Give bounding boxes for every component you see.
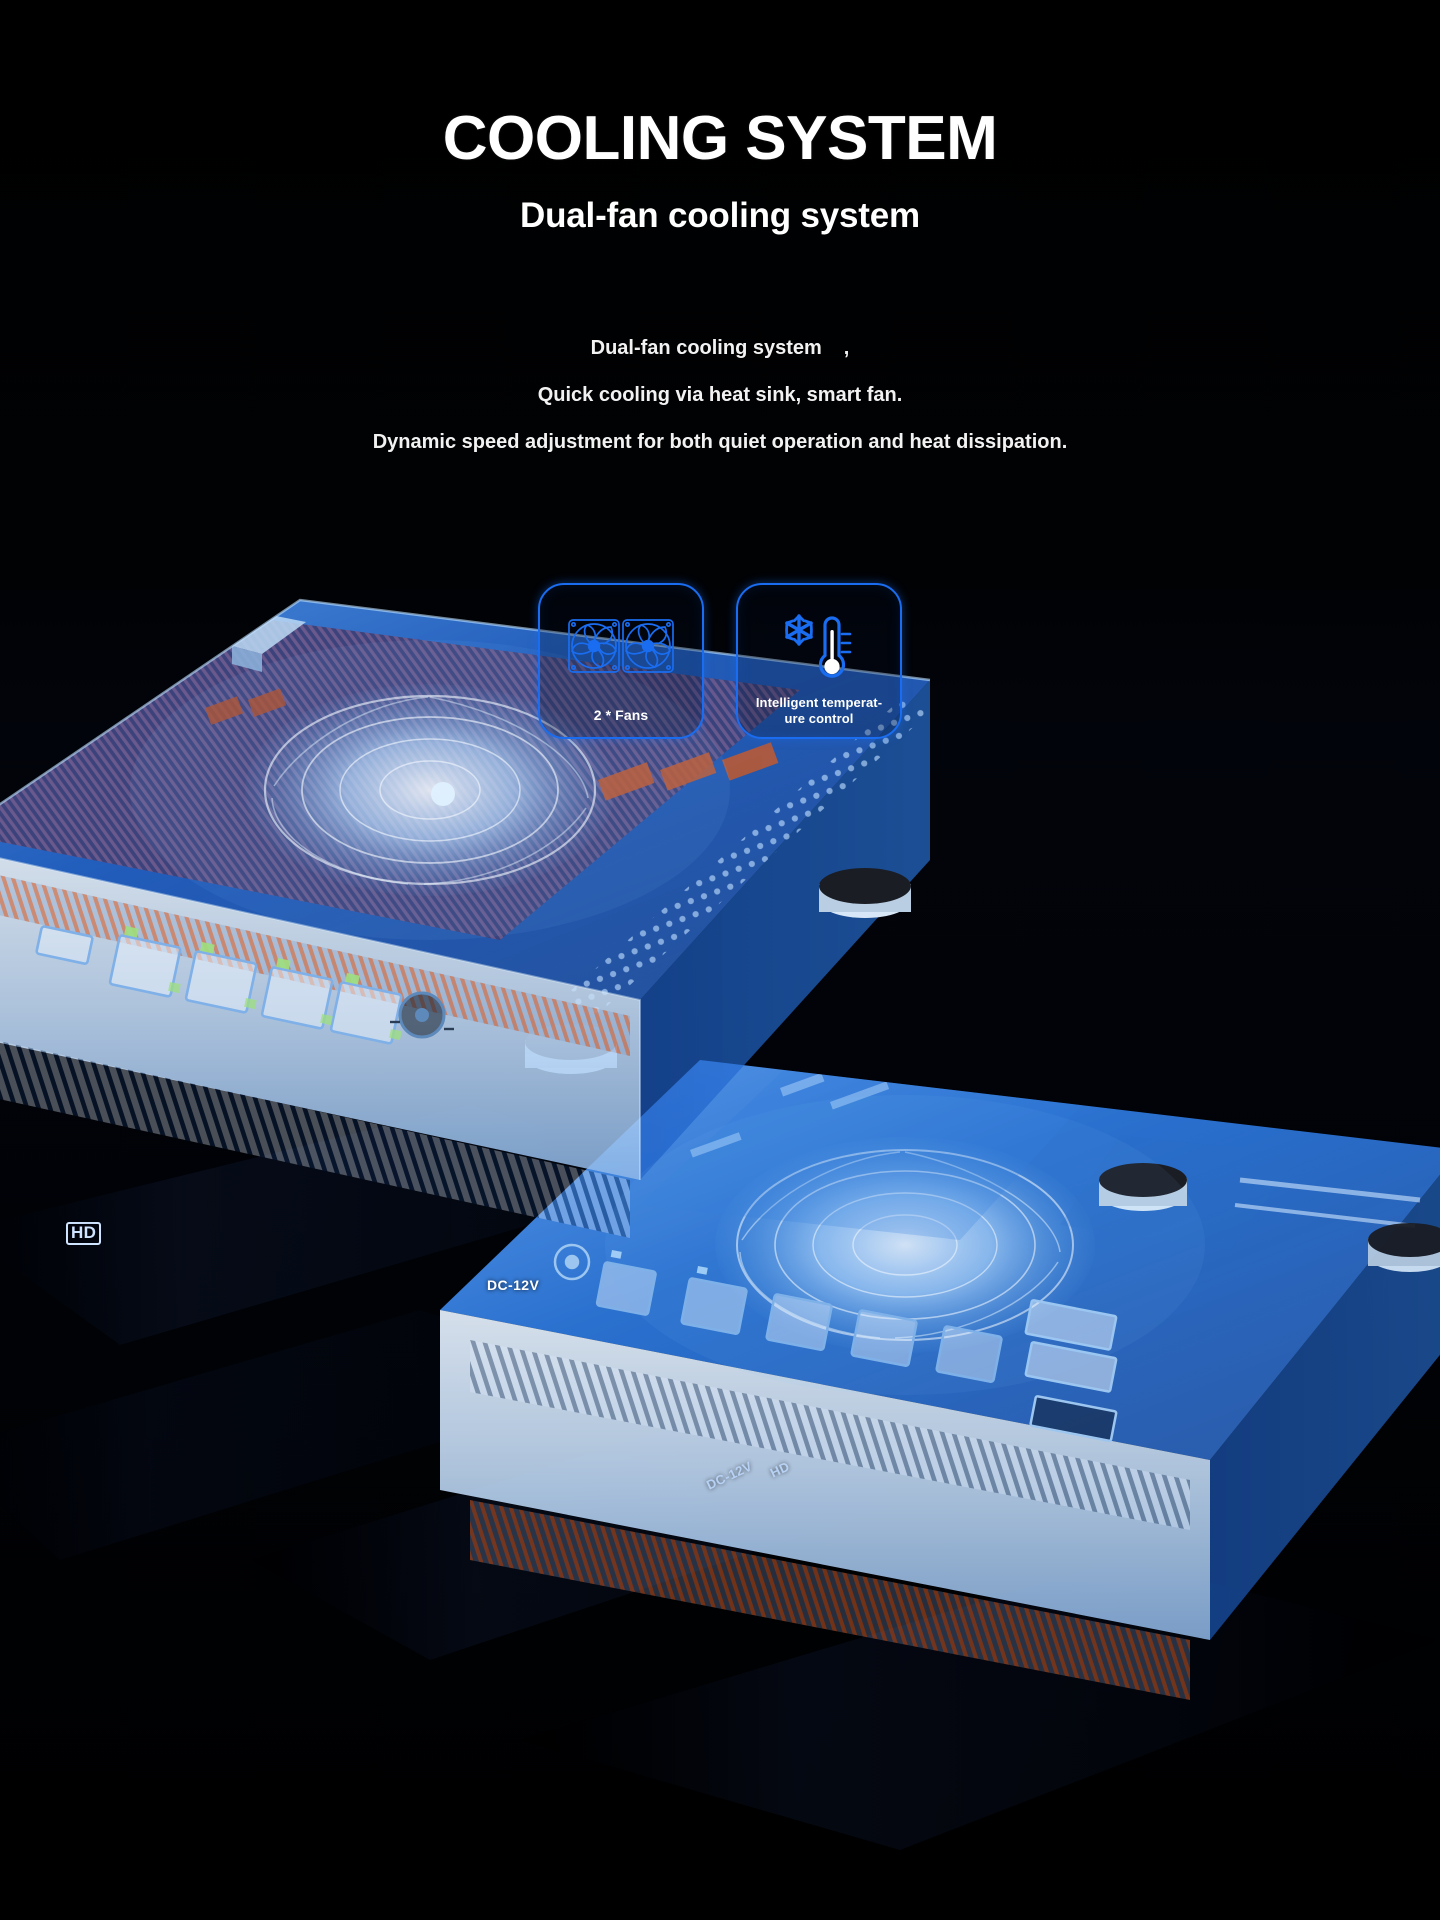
feature-badge-temperature-control[interactable]: Intelligent temperat-ure control (736, 583, 902, 739)
description-line-3: Dynamic speed adjustment for both quiet … (372, 431, 1068, 453)
product-unit-front (0, 598, 931, 1238)
feature-badge-dual-fans-label: 2 * Fans (593, 707, 649, 723)
description-line-1-text: Dual-fan cooling system (590, 337, 822, 359)
description-line-2: Quick cooling via heat sink, smart fan. (537, 384, 903, 406)
description-block: Dual-fan cooling system, Quick cooling v… (0, 338, 1440, 453)
feature-badge-group: 2 * Fans (0, 583, 1440, 739)
page-subtitle: Dual-fan cooling system (520, 196, 920, 235)
feature-badge-dual-fans[interactable]: 2 * Fans (538, 583, 704, 739)
page-header: COOLING SYSTEM Dual-fan cooling system (0, 0, 1440, 236)
description-line-1: Dual-fan cooling system, (0, 338, 1440, 359)
description-line-1-punct: , (843, 337, 850, 359)
port-label-hdmi-front: HD (66, 1222, 102, 1245)
page-title: COOLING SYSTEM (442, 104, 998, 173)
port-label-power-front: DC-12V (487, 1277, 540, 1293)
snowflake-thermometer-icon (782, 607, 856, 685)
dual-fan-icon (567, 607, 675, 685)
product-unit-rear (440, 1024, 1440, 1700)
feature-badge-temperature-control-label: Intelligent temperat-ure control (755, 695, 883, 726)
